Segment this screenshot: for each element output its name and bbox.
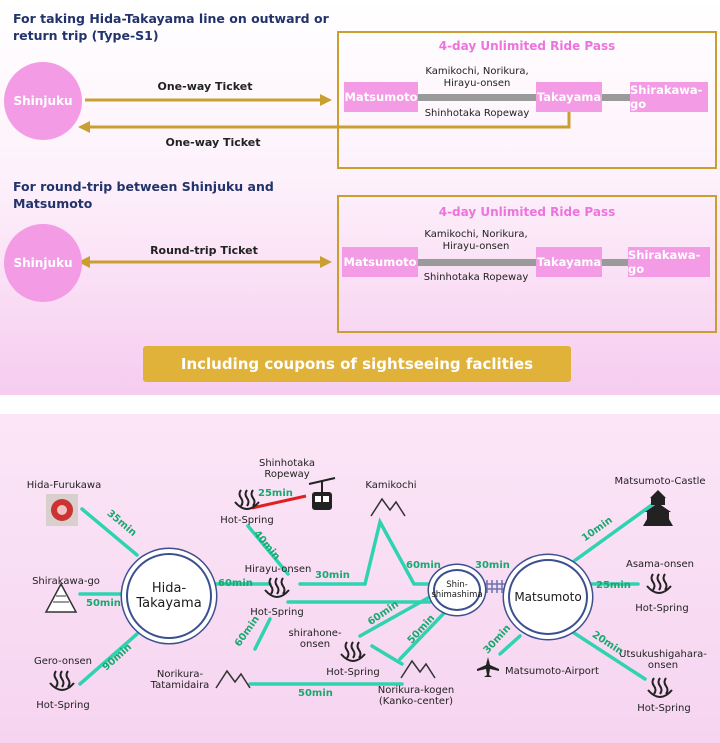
utsukushigahara-hot-spring-icon bbox=[647, 677, 673, 698]
label-shirahone-hot-spring: Hot-Spring bbox=[326, 667, 380, 678]
label-asama-onsen: Asama-onsen bbox=[626, 559, 694, 570]
time-asama: 25min bbox=[596, 580, 631, 591]
pass-title-2: 4-day Unlimited Ride Pass bbox=[438, 205, 616, 219]
matsumoto-castle-icon bbox=[643, 490, 673, 526]
asama-hot-spring-icon bbox=[646, 573, 672, 594]
time-shirakawa: 50min bbox=[86, 598, 121, 609]
time-tatamidaira-kogen: 50min bbox=[298, 688, 333, 699]
option-s1-heading: For taking Hida-Takayama line on outward… bbox=[13, 11, 329, 43]
return-ticket-label: One-way Ticket bbox=[165, 136, 261, 149]
label-shirakawa-go: Shirakawa-go bbox=[32, 576, 100, 587]
label-matsumoto-castle: Matsumoto-Castle bbox=[614, 476, 706, 487]
hub-matsumoto: Matsumoto bbox=[508, 559, 588, 635]
label-norikura-kogen: Norikura-kogen (Kanko-center) bbox=[377, 685, 455, 707]
hub-shin-shimashima: Shin- shimashima bbox=[431, 569, 483, 611]
pass-box-1 bbox=[337, 31, 717, 169]
label-gero-onsen: Gero-onsen bbox=[33, 656, 93, 667]
station-shirakawa-go-2: Shirakawa-go bbox=[628, 247, 710, 277]
label-shirahone-onsen: shirahone- onsen bbox=[288, 628, 342, 650]
hub-hida-takayama: Hida- Takayama bbox=[126, 553, 212, 639]
time-takayama-hirayu: 60min bbox=[218, 578, 253, 589]
coupons-banner: Including coupons of sightseeing facliti… bbox=[143, 346, 571, 382]
time-shin-matsumoto: 30min bbox=[475, 560, 510, 571]
label-utsukushigahara-onsen: Utsukushigahara- onsen bbox=[619, 649, 707, 671]
station-matsumoto-1: Matsumoto bbox=[344, 82, 418, 112]
shirahone-hot-spring-icon bbox=[340, 641, 366, 662]
via-top-2: Kamikochi, Norikura, Hirayu-onsen bbox=[424, 229, 528, 252]
via-bottom-2: Shinhotaka Ropeway bbox=[423, 272, 529, 283]
label-utsukushigahara-hot-spring: Hot-Spring bbox=[637, 703, 691, 714]
time-hirayu-kamikochi: 30min bbox=[315, 570, 350, 581]
option-s1-arrows bbox=[78, 94, 632, 268]
time-kamikochi-shin: 60min bbox=[406, 560, 441, 571]
station-takayama-2: Takayama bbox=[536, 247, 602, 277]
ropeway-gondola-icon bbox=[308, 477, 336, 510]
pass-title-1: 4-day Unlimited Ride Pass bbox=[438, 39, 616, 53]
label-hirayu-onsen: Hirayu-onsen bbox=[244, 564, 312, 575]
label-norikura-tatamidaira: Norikura- Tatamidaira bbox=[150, 669, 210, 691]
hirayu-hot-spring-icon bbox=[264, 577, 290, 598]
via-bottom-1: Shinhotaka Ropeway bbox=[424, 108, 530, 119]
outward-ticket-label: One-way Ticket bbox=[157, 80, 253, 93]
label-kamikochi: Kamikochi bbox=[365, 480, 417, 491]
ticket-options-panel: For taking Hida-Takayama line on outward… bbox=[0, 0, 720, 395]
via-top-1: Kamikochi, Norikura, Hirayu-onsen bbox=[425, 66, 529, 89]
tatamidaira-mountain-icon bbox=[215, 669, 251, 689]
time-ropeway: 25min bbox=[258, 488, 293, 499]
label-shinhotaka-ropeway: Shinhotaka Ropeway bbox=[258, 458, 316, 480]
station-takayama-1: Takayama bbox=[536, 82, 602, 112]
label-ropeway-hot-spring: Hot-Spring bbox=[220, 515, 274, 526]
label-asama-hot-spring: Hot-Spring bbox=[635, 603, 689, 614]
station-shirakawa-go-1: Shirakawa-go bbox=[630, 82, 708, 112]
origin-shinjuku-1: Shinjuku bbox=[4, 62, 82, 140]
round-trip-ticket-label: Round-trip Ticket bbox=[150, 244, 258, 257]
furukawa-festival-icon bbox=[46, 494, 78, 526]
gassho-house-icon bbox=[44, 582, 78, 613]
station-matsumoto-2: Matsumoto bbox=[342, 247, 418, 277]
label-hirayu-hot-spring: Hot-Spring bbox=[250, 607, 304, 618]
label-matsumoto-airport: Matsumoto-Airport bbox=[505, 666, 599, 677]
option-roundtrip-heading: For round-trip between Shinjuku and Mats… bbox=[13, 179, 274, 211]
airplane-icon bbox=[477, 657, 499, 677]
kamikochi-mountain-icon bbox=[370, 497, 406, 517]
origin-shinjuku-2: Shinjuku bbox=[4, 224, 82, 302]
pass-box-2 bbox=[337, 195, 717, 333]
gero-hot-spring-icon bbox=[49, 670, 75, 691]
route-map-lines bbox=[78, 494, 662, 686]
ropeway-hot-spring-icon bbox=[234, 489, 260, 510]
route-map: Hida- Takayama Shin- shimashima Matsumot… bbox=[0, 414, 720, 743]
label-hida-furukawa: Hida-Furukawa bbox=[26, 480, 102, 491]
norikura-kogen-mountain-icon bbox=[400, 659, 436, 679]
label-gero-hot-spring: Hot-Spring bbox=[36, 700, 90, 711]
